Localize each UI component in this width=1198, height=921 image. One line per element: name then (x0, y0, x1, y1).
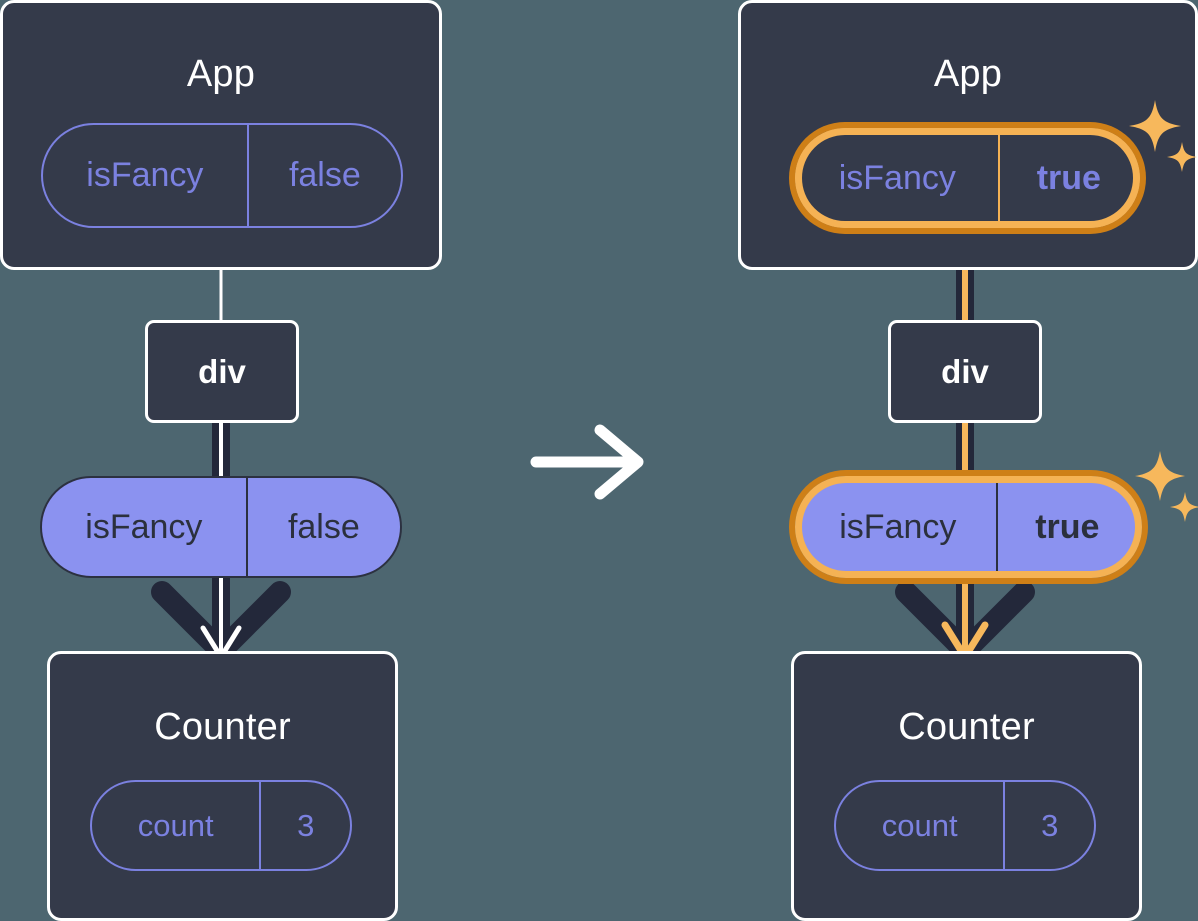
pill-value: true (1036, 158, 1101, 197)
counter-card-title: Counter (154, 706, 291, 748)
div-node-label: div (941, 352, 989, 390)
prop-pill-before: isFancy false (40, 476, 402, 578)
app-state-pill-before: isFancy false (41, 123, 403, 228)
pill-key: isFancy (42, 478, 248, 576)
pill-value: false (288, 156, 361, 194)
pill-key: count (92, 782, 262, 869)
pill-value: true (1035, 507, 1100, 546)
div-node-after: div (888, 320, 1042, 423)
counter-state-pill-after: count 3 (834, 780, 1096, 871)
pill-key: isFancy (43, 125, 249, 226)
app-card-title: App (186, 53, 256, 95)
pill-key: count (836, 782, 1006, 869)
pill-value: 3 (297, 807, 315, 843)
pill-key: isFancy (797, 130, 1000, 226)
counter-card-title: Counter (898, 706, 1035, 748)
pill-key: isFancy (800, 481, 998, 573)
app-state-pill-after: isFancy true (795, 128, 1140, 228)
div-node-label: div (198, 352, 246, 390)
div-node-before: div (145, 320, 299, 423)
prop-pill-after: isFancy true (798, 479, 1139, 575)
transition-arrow-right-icon (530, 424, 644, 500)
counter-state-pill-before: count 3 (90, 780, 352, 871)
app-card-title: App (933, 53, 1003, 95)
pill-value: false (287, 507, 360, 546)
pill-value: 3 (1041, 807, 1059, 843)
